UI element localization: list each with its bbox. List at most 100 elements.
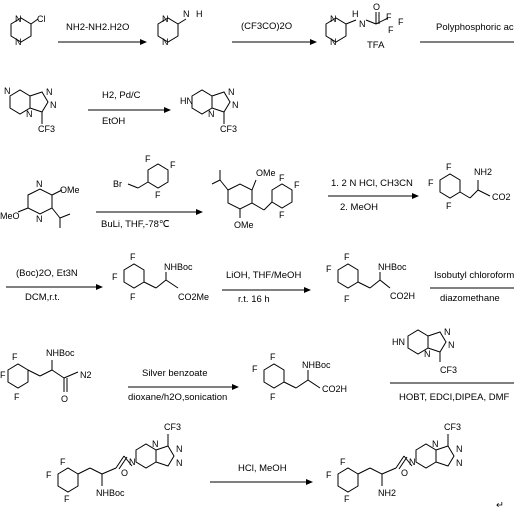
atom-f: F bbox=[14, 392, 20, 402]
atom-n: N bbox=[4, 86, 11, 96]
arrow-head bbox=[304, 287, 311, 293]
tfa-label: TFA bbox=[367, 40, 385, 51]
atom-nhboc: NHBoc bbox=[302, 360, 331, 370]
atom-cf3: CF3 bbox=[440, 365, 457, 375]
arrow-head bbox=[96, 284, 103, 290]
atom-n: N bbox=[176, 458, 183, 468]
atom-n: N bbox=[228, 87, 235, 97]
alkylated-bislactim-ether: OMe OMe F F F bbox=[211, 168, 300, 230]
reagent-label: 1. 2 N HCl, CH3CN bbox=[331, 178, 413, 189]
atom-f: F bbox=[130, 252, 136, 262]
atom-f: F bbox=[386, 12, 392, 22]
atom-n: N bbox=[15, 37, 22, 47]
boc-beta-amino-acid: NHBoc CO2H F F F bbox=[252, 352, 347, 402]
arrow-head bbox=[164, 107, 171, 113]
atom-nhboc: NHBoc bbox=[164, 262, 193, 272]
reagent-label: DCM,r.t. bbox=[25, 292, 60, 303]
reagent-label: (CF3CO)2O bbox=[241, 21, 292, 32]
arrow-head bbox=[412, 193, 419, 199]
atom-n: N bbox=[26, 109, 33, 119]
atom-cf3: CF3 bbox=[164, 422, 181, 432]
atom-n: N bbox=[448, 340, 455, 350]
trifluorobenzyl-bromide: Br F F F bbox=[113, 154, 176, 200]
atom-n: N bbox=[152, 439, 159, 449]
reagent-label: HOBT, EDCI,DIPEA, DMF bbox=[399, 392, 510, 403]
atom-f: F bbox=[0, 370, 6, 380]
chloropyrazine: Cl N N bbox=[10, 14, 46, 47]
atom-n: N bbox=[46, 87, 53, 97]
atom-o: O bbox=[401, 468, 408, 478]
reagent-label: Isobutyl chloroformate bbox=[434, 270, 514, 281]
reagent-label: EtOH bbox=[102, 116, 125, 127]
trifluoroacetyl-hydrazide: O H N F F F N N bbox=[325, 2, 404, 47]
diazoketone: NHBoc O N2 F F F bbox=[0, 348, 92, 404]
atom-co2: CO2 bbox=[492, 192, 511, 202]
atom-n: N bbox=[36, 214, 43, 224]
atom-f: F bbox=[326, 264, 332, 274]
atom-ome: OMe bbox=[234, 220, 254, 230]
atom-n: N bbox=[50, 100, 57, 110]
arrow-head bbox=[140, 39, 147, 45]
atom-n: N bbox=[424, 349, 431, 359]
atom-o: O bbox=[121, 468, 128, 478]
atom-nh: N bbox=[359, 19, 366, 29]
boc-methyl-ester: NHBoc CO2Me F F F bbox=[112, 252, 209, 302]
atom-nh2: NH2 bbox=[378, 488, 396, 498]
atom-f: F bbox=[344, 252, 350, 262]
atom-nhboc: NHBoc bbox=[46, 348, 75, 358]
atom-f: F bbox=[145, 154, 151, 164]
atom-n: N bbox=[456, 458, 463, 468]
boc-acid: NHBoc CO2H F F F bbox=[326, 252, 415, 304]
atom-f: F bbox=[344, 494, 350, 504]
atom-n: N bbox=[162, 37, 169, 47]
atom-f: F bbox=[279, 210, 285, 220]
atom-n: N bbox=[444, 327, 451, 337]
atom-nhboc: NHBoc bbox=[96, 488, 125, 498]
atom-n: N bbox=[208, 109, 215, 119]
atom-f: F bbox=[252, 364, 258, 374]
atom-cf3: CF3 bbox=[38, 124, 55, 134]
atom-n: N bbox=[432, 439, 439, 449]
atom-f: F bbox=[428, 178, 434, 188]
atom-f: F bbox=[388, 25, 394, 35]
atom-n: N bbox=[330, 14, 337, 24]
reagent-label: dioxane/h2O,sonication bbox=[128, 392, 227, 403]
atom-f: F bbox=[344, 294, 350, 304]
atom-n: N bbox=[129, 457, 136, 467]
reagent-label: HCl, MeOH bbox=[238, 463, 287, 474]
atom-f: F bbox=[170, 160, 176, 170]
atom-co2h: CO2H bbox=[322, 384, 347, 394]
atom-f: F bbox=[270, 352, 276, 362]
atom-co2h: CO2H bbox=[390, 291, 415, 301]
schollkopf-bislactim-ether: OMe MeO N N bbox=[0, 179, 80, 228]
atom-f: F bbox=[294, 180, 300, 190]
sitagliptin: O NH2 CF3 N N N N F F F bbox=[326, 422, 463, 504]
atom-n2: N2 bbox=[80, 370, 92, 380]
atom-n: N bbox=[409, 457, 416, 467]
atom-f: F bbox=[46, 470, 52, 480]
atom-cl: Cl bbox=[37, 14, 46, 24]
atom-f: F bbox=[270, 392, 276, 402]
atom-hn: HN bbox=[392, 337, 405, 347]
arrow-head bbox=[196, 209, 203, 215]
atom-f: F bbox=[326, 470, 332, 480]
reagent-label: r.t. 16 h bbox=[238, 294, 270, 305]
reagent-label: BuLi, THF,-78℃ bbox=[101, 219, 170, 230]
atom-f: F bbox=[446, 201, 452, 211]
atom-f: F bbox=[60, 457, 66, 467]
arrow-head bbox=[310, 39, 317, 45]
reagent-label: 2. MeOH bbox=[340, 202, 378, 213]
atom-f: F bbox=[64, 494, 70, 504]
atom-o: O bbox=[373, 2, 380, 12]
atom-f: F bbox=[112, 272, 118, 282]
atom-n: N bbox=[183, 9, 190, 19]
atom-br: Br bbox=[113, 179, 122, 189]
arrow-head bbox=[232, 384, 239, 390]
atom-n: N bbox=[176, 444, 183, 454]
reagent-label: LiOH, THF/MeOH bbox=[226, 270, 301, 281]
reagent-label: NH2-NH2.H2O bbox=[66, 22, 129, 33]
amino-ester: NH2 CO2 F F F bbox=[428, 162, 511, 211]
reagent-label: (Boc)2O, Et3N bbox=[16, 268, 78, 279]
atom-n: N bbox=[330, 37, 337, 47]
